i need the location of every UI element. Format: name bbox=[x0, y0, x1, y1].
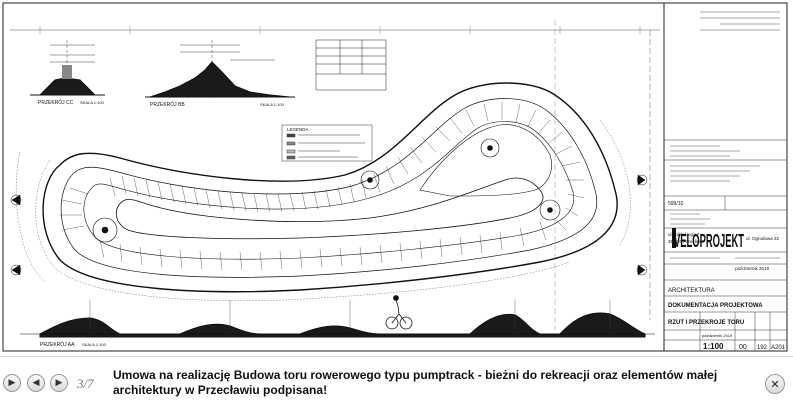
chevron-left-icon: ◀ bbox=[32, 377, 40, 388]
chevron-right-icon: ▶ bbox=[55, 377, 63, 388]
drawing-date: październik 2019 bbox=[702, 333, 733, 338]
close-button[interactable]: ✕ bbox=[765, 374, 785, 394]
tree-symbols bbox=[92, 138, 561, 243]
image-caption: Umowa na realizację Budowa toru rowerowe… bbox=[113, 368, 718, 397]
drawing-scale: 1:100 bbox=[703, 342, 724, 351]
drawing-sheet: A201 bbox=[771, 345, 786, 351]
veloprojekt-logo: VELOPROJEKT bbox=[672, 228, 744, 251]
client-city: 39-320 Przecław bbox=[668, 239, 702, 244]
section-cc-scale: SKALA 1:100 bbox=[80, 100, 105, 105]
phase: DOKUMENTACJA PROJEKTOWA bbox=[668, 303, 763, 309]
pumptrack-plan bbox=[42, 82, 618, 293]
play-button[interactable]: ▶ bbox=[3, 374, 21, 392]
image-counter: 3/7 bbox=[77, 376, 94, 391]
viewer-controls: ▶ ◀ ▶ 3/7 Umowa na realizację Budowa tor… bbox=[0, 356, 793, 406]
section-bb-scale: SKALA 1:100 bbox=[260, 102, 285, 107]
section-aa-scale: SKALA 1:100 bbox=[82, 342, 107, 347]
drawing-date-top: październik 2019 bbox=[735, 266, 770, 271]
company-street: ul. Ogrodowa 32 bbox=[746, 236, 780, 241]
discipline: ARCHITEKTURA bbox=[668, 288, 715, 294]
section-cc-label: PRZEKRÓJ CC bbox=[38, 99, 74, 106]
plot-number: 599/10 bbox=[668, 201, 684, 207]
prev-button[interactable]: ◀ bbox=[27, 374, 45, 392]
next-button[interactable]: ▶ bbox=[50, 374, 68, 392]
title-block bbox=[664, 139, 787, 351]
legend-box bbox=[281, 124, 373, 162]
section-aa-label: PRZEKRÓJ AA bbox=[40, 341, 75, 348]
drawing-title: RZUT I PRZEKROJE TORU bbox=[668, 320, 744, 326]
section-markers bbox=[10, 174, 648, 276]
section-cc bbox=[30, 40, 105, 96]
client-address: ul. Kilińskiego 7 bbox=[668, 232, 700, 237]
drawing-no: 192 bbox=[757, 345, 768, 351]
legend-title: LEGENDA bbox=[287, 127, 309, 132]
drawing-rev: 00 bbox=[739, 344, 747, 351]
play-icon: ▶ bbox=[8, 377, 16, 388]
parameters-table bbox=[315, 39, 387, 91]
rider-figure bbox=[385, 295, 413, 330]
track-hatching bbox=[60, 102, 585, 271]
company-logo-text: VELOPROJEKT bbox=[674, 231, 744, 251]
section-bb bbox=[145, 40, 295, 98]
technical-drawing: PRZEKRÓJ CC SKALA 1:100 PRZEKRÓJ BB SKAL… bbox=[2, 2, 788, 352]
section-bb-label: PRZEKRÓJ BB bbox=[150, 101, 185, 108]
close-icon: ✕ bbox=[770, 377, 780, 391]
